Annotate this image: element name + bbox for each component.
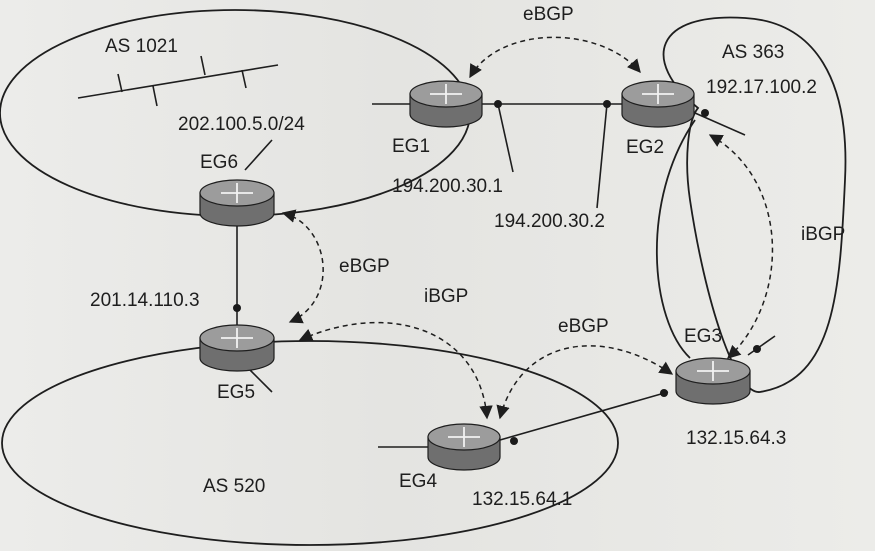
as363-boundary (662, 16, 847, 393)
router-eg6-label: EG6 (200, 152, 238, 173)
ip-194-200-30-2-label: 194.200.30.2 (494, 211, 605, 232)
ip-194-200-30-1-label: 194.200.30.1 (392, 176, 503, 197)
dot-eg2-right (701, 109, 709, 117)
as520-label: AS 520 (203, 476, 265, 497)
as1021-lan (77, 55, 279, 107)
link-eg5-out (249, 369, 273, 393)
router-eg6 (199, 179, 275, 227)
session-ebgp-eg1-eg2-label: eBGP (523, 4, 574, 25)
session-ebgp-eg4-eg3-label: eBGP (558, 316, 609, 337)
as1021-label: AS 1021 (105, 36, 178, 57)
router-arrows-icon (221, 183, 253, 203)
session-ibgp-eg2-eg3-label: iBGP (801, 224, 845, 245)
link-eg3-out (747, 335, 776, 356)
router-arrows-icon (430, 84, 462, 104)
session-ebgp-eg4-eg3 (496, 345, 674, 420)
session-ibgp-eg5-eg4 (298, 321, 493, 420)
router-eg1 (409, 80, 483, 128)
as363-inner-boundary (655, 119, 696, 359)
dot-eg3-left (660, 389, 668, 397)
ip-201-14-110-3-label: 201.14.110.3 (90, 290, 200, 311)
router-eg5 (199, 324, 275, 372)
ip-192-17-100-2-label: 192.17.100.2 (706, 77, 817, 98)
as520-boundary (1, 340, 619, 546)
session-ibgp-eg5-eg4-label: iBGP (424, 286, 468, 307)
dot-eg3-top (753, 345, 761, 353)
router-eg4-label: EG4 (399, 471, 437, 492)
dot-eg4 (510, 437, 518, 445)
ip-132-15-64-1-label: 132.15.64.1 (472, 489, 572, 510)
as363-label: AS 363 (722, 42, 784, 63)
leader-194-2 (596, 103, 608, 209)
router-eg3 (675, 357, 751, 405)
session-ebgp-eg6-eg5-label: eBGP (339, 256, 390, 277)
link-eg4-eg3 (499, 391, 669, 441)
dot-eg5 (233, 304, 241, 312)
physical-links (236, 103, 776, 448)
link-eg2-out (694, 112, 746, 136)
leader-194-1 (497, 103, 514, 173)
bgp-sessions (281, 36, 774, 420)
session-ibgp-eg2-eg3 (708, 134, 774, 359)
router-eg3-label: EG3 (684, 326, 722, 347)
router-eg1-label: EG1 (392, 136, 430, 157)
network-202-label: 202.100.5.0/24 (178, 114, 305, 135)
router-eg5-label: EG5 (217, 382, 255, 403)
session-ebgp-eg6-eg5 (281, 209, 324, 324)
router-eg2-label: EG2 (626, 137, 664, 158)
router-eg2 (621, 80, 695, 128)
router-arrows-icon (448, 427, 480, 447)
router-arrows-icon (642, 84, 674, 104)
link-eg6-lan (244, 139, 273, 171)
ip-132-15-64-3-label: 132.15.64.3 (686, 428, 786, 449)
session-ebgp-eg1-eg2 (469, 36, 641, 79)
router-arrows-icon (697, 361, 729, 381)
dot-eg2 (603, 100, 611, 108)
router-eg4 (427, 423, 501, 471)
dot-eg1 (494, 100, 502, 108)
router-arrows-icon (221, 328, 253, 348)
